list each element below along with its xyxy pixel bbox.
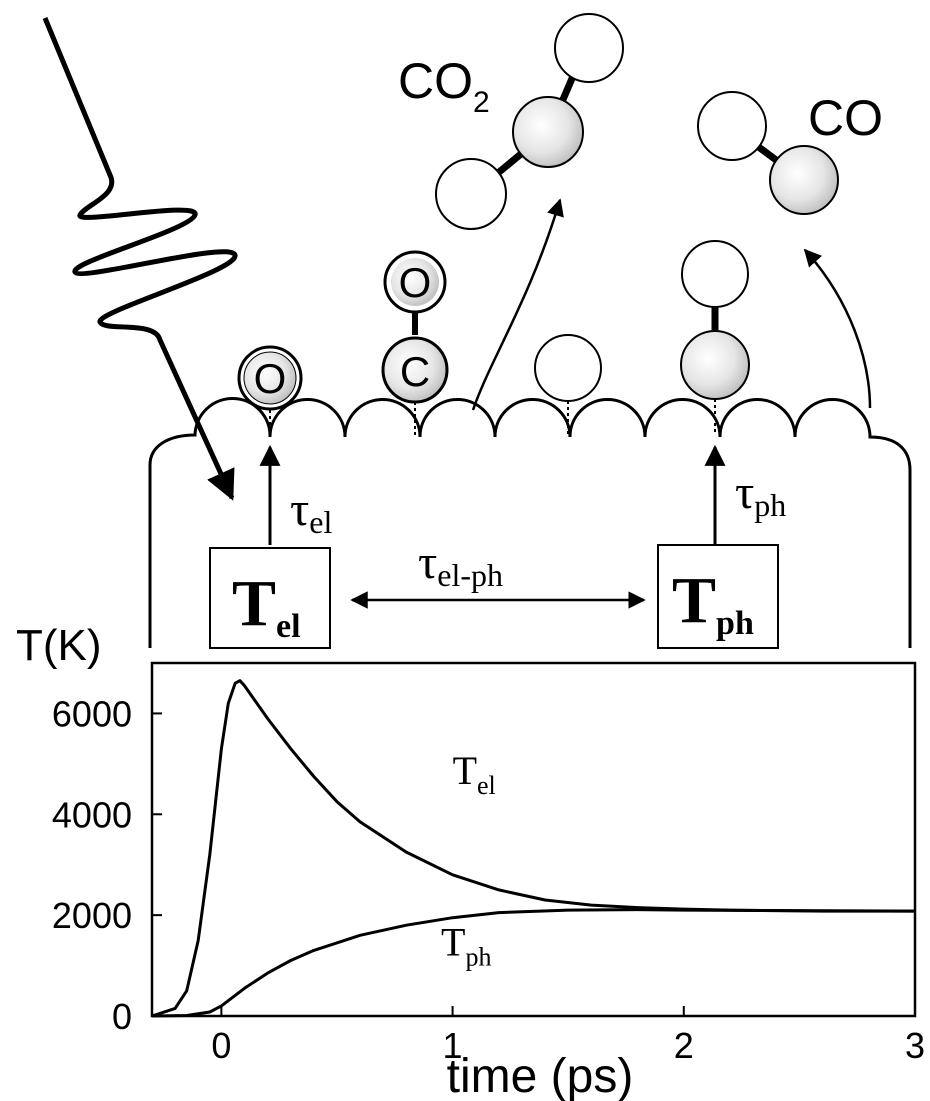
diatomic-adsorbate <box>680 240 750 435</box>
x-tick-label: 2 <box>674 1025 694 1066</box>
t-ph-box-label: Tph <box>672 564 754 642</box>
x-tick-label: 1 <box>443 1025 463 1066</box>
laser-pulse-path <box>42 17 238 501</box>
metal-surface <box>148 397 912 648</box>
series-line-el <box>151 679 915 1018</box>
co2-desorption-arrow <box>471 198 564 411</box>
o-adsorbate: O <box>237 345 303 437</box>
co2-molecule: CO2 <box>398 13 624 230</box>
x-tick-label: 0 <box>211 1025 231 1066</box>
co-molecule: CO <box>697 90 883 215</box>
series-lines <box>151 679 916 1018</box>
co-desorption-arrow <box>803 248 872 409</box>
tau-el-label: τel <box>290 483 333 540</box>
y-tick-label: 2000 <box>52 895 132 936</box>
series-line-ph <box>151 908 916 1018</box>
co-label: CO <box>808 90 883 146</box>
co-adsorbate-c-label: C <box>400 348 430 395</box>
co-adsorbate: O C <box>381 250 449 435</box>
o-adsorbate-label: O <box>254 355 287 402</box>
single-atom-adsorbate <box>534 334 602 435</box>
series-label-el: Tel <box>453 748 496 800</box>
x-ticks: 0 1 2 3 <box>211 1006 925 1066</box>
y-tick-label: 6000 <box>52 693 132 734</box>
x-axis-label: time (ps) <box>447 1050 634 1101</box>
y-ticks: 0 2000 4000 6000 <box>52 693 162 1037</box>
t-el-box-label: Tel <box>232 567 301 645</box>
t-el-box: Tel <box>209 547 331 649</box>
co2-label: CO2 <box>398 53 490 119</box>
y-axis-label: T(K) <box>16 621 102 670</box>
x-tick-label: 3 <box>905 1025 925 1066</box>
y-tick-label: 0 <box>112 996 132 1037</box>
series-label-ph: Tph <box>441 919 491 971</box>
y-tick-label: 4000 <box>52 794 132 835</box>
co-adsorbate-o-label: O <box>399 259 432 306</box>
tau-el-ph-label: τel-ph <box>418 536 503 593</box>
plot-frame <box>150 661 917 1018</box>
tau-ph-label: τph <box>735 466 786 523</box>
t-ph-box: Tph <box>657 544 779 649</box>
